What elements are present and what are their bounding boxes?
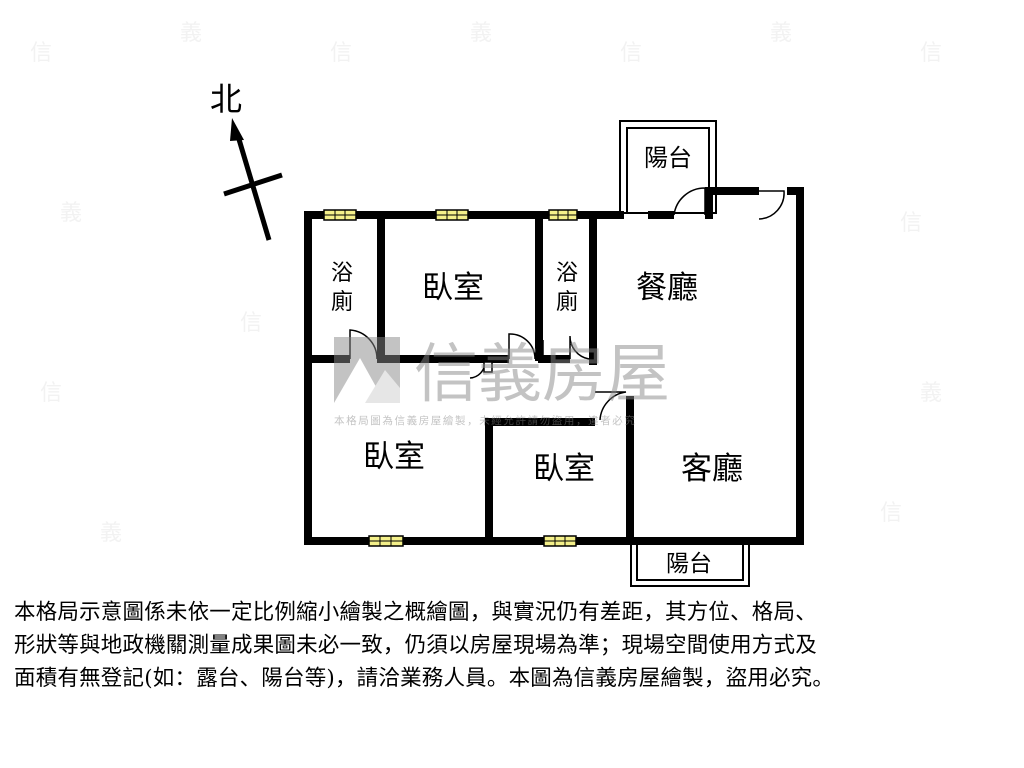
svg-text:義: 義 <box>920 381 942 406</box>
north-label: 北 <box>210 80 242 118</box>
label-living: 客廳 <box>681 451 743 487</box>
svg-text:義: 義 <box>60 201 82 226</box>
door-swing <box>673 187 706 216</box>
svg-text:信: 信 <box>30 41 52 66</box>
disclaimer-text: 本格局示意圖係未依一定比例縮小繪製之概繪圖，與實況仍有差距，其方位、格局、 形狀… <box>14 600 835 691</box>
svg-text:信: 信 <box>40 381 62 406</box>
svg-text:義: 義 <box>100 521 122 546</box>
door-swing <box>569 335 590 360</box>
svg-text:信: 信 <box>620 41 642 66</box>
door-swing <box>758 190 785 220</box>
svg-text:信: 信 <box>920 41 942 66</box>
label-balcony-top: 陽台 <box>644 144 692 172</box>
svg-text:義: 義 <box>180 21 202 46</box>
label-bedroom-top: 臥室 <box>422 270 484 306</box>
svg-text:信: 信 <box>900 211 922 236</box>
brand-watermark: 信義房屋 本格局圖為信義房屋繪製，未經允許請勿盜用，違者必究 <box>334 337 670 427</box>
svg-text:義: 義 <box>770 21 792 46</box>
label-bath-mid-2: 廁 <box>556 290 578 315</box>
door-swing <box>595 391 627 421</box>
balcony-top <box>619 120 717 214</box>
doors <box>349 187 785 542</box>
label-bedroom-mid: 臥室 <box>533 451 595 487</box>
svg-text:信: 信 <box>880 501 902 526</box>
windows <box>323 209 578 547</box>
label-bath-left-2: 廁 <box>331 290 353 315</box>
label-bedroom-left: 臥室 <box>363 439 425 475</box>
door-swing <box>508 333 536 360</box>
label-bath-mid-1: 浴 <box>556 261 578 286</box>
background-watermark-pattern: 信義信 義信義 信義信 信義義 信信 <box>30 21 942 546</box>
north-arrow: 北 <box>210 80 283 241</box>
watermark-notice: 本格局圖為信義房屋繪製，未經允許請勿盜用，違者必究 <box>334 414 637 427</box>
label-dining: 餐廳 <box>636 270 698 306</box>
label-balcony-bottom: 陽台 <box>666 551 712 577</box>
label-bath-left-1: 浴 <box>331 261 353 286</box>
room-labels: 陽台 浴 廁 臥室 浴 廁 餐廳 臥室 臥室 客廳 陽台 <box>331 144 743 577</box>
brand-name: 信義房屋 <box>414 338 670 412</box>
svg-text:義: 義 <box>470 21 492 46</box>
svg-text:信: 信 <box>330 41 352 66</box>
floor-plan: 信義信 義信義 信義信 信義義 信信 北 <box>30 21 942 587</box>
balcony-bottom <box>630 540 750 587</box>
brand-logo-icon <box>334 337 400 403</box>
svg-text:信: 信 <box>240 311 262 336</box>
